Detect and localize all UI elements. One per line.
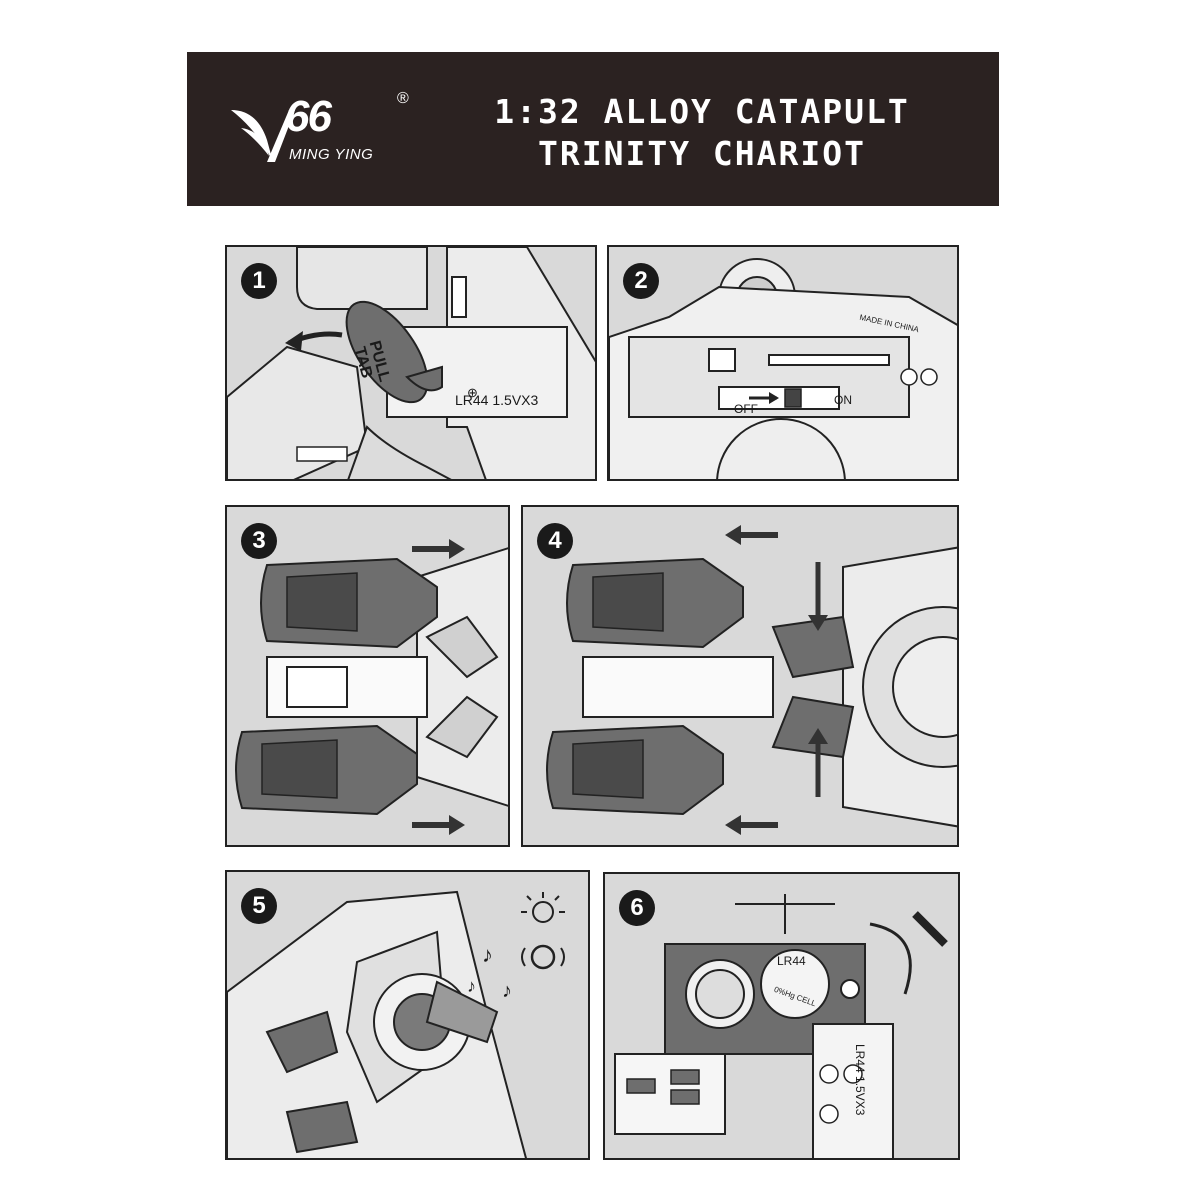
step-2-panel: 2 OFF ON MADE IN CHINA xyxy=(607,245,959,481)
step-number: 3 xyxy=(241,523,277,559)
header-banner: 66 ® MING YING 1:32 ALLOY CATAPULT TRINI… xyxy=(187,52,999,206)
step-3-panel: 3 xyxy=(225,505,510,847)
brand-name: MING YING xyxy=(289,146,374,163)
switch-on-label: ON xyxy=(834,393,852,407)
step-1-panel: 1 ⊕ PULL TAB LR44 1.5VX3 xyxy=(225,245,597,481)
step-number: 5 xyxy=(241,888,277,924)
power-switch-illustration xyxy=(609,258,957,479)
launch-illustration xyxy=(546,525,957,835)
step-number: 1 xyxy=(241,263,277,299)
brand-number: 66 xyxy=(285,92,332,141)
step-6-panel: 6 LR44 0%Hg CELL LR44 1.5VX3 xyxy=(603,872,960,1160)
battery-label: LR44 1.5VX3 xyxy=(455,392,539,408)
step-5-panel: 5 ♪ ♪ ♪ xyxy=(225,870,590,1160)
svg-text:♪: ♪ xyxy=(502,980,512,1002)
lights-sound-illustration: ♪ ♪ ♪ xyxy=(227,890,565,1158)
step-4-panel: 4 xyxy=(521,505,959,847)
registered-mark: ® xyxy=(397,90,409,107)
product-title-line2: TRINITY CHARIOT xyxy=(537,134,866,173)
battery-replace-illustration xyxy=(614,894,948,1158)
pull-back-illustration xyxy=(235,539,508,835)
svg-text:⊕: ⊕ xyxy=(467,385,478,400)
step-number: 4 xyxy=(537,523,573,559)
step-number: 6 xyxy=(619,890,655,926)
brand-logo: 66 ® MING YING xyxy=(227,90,427,180)
wing-logo-icon xyxy=(231,110,295,162)
step-number: 2 xyxy=(623,263,659,299)
battery-label: LR44 1.5VX3 xyxy=(853,1044,867,1116)
pull-tab-illustration: ⊕ xyxy=(227,247,595,479)
switch-off-label: OFF xyxy=(734,402,758,416)
cell-label: LR44 xyxy=(777,954,806,968)
product-title-line1: 1:32 ALLOY CATAPULT xyxy=(494,92,910,131)
svg-text:♪: ♪ xyxy=(467,976,476,996)
svg-text:♪: ♪ xyxy=(482,942,493,967)
